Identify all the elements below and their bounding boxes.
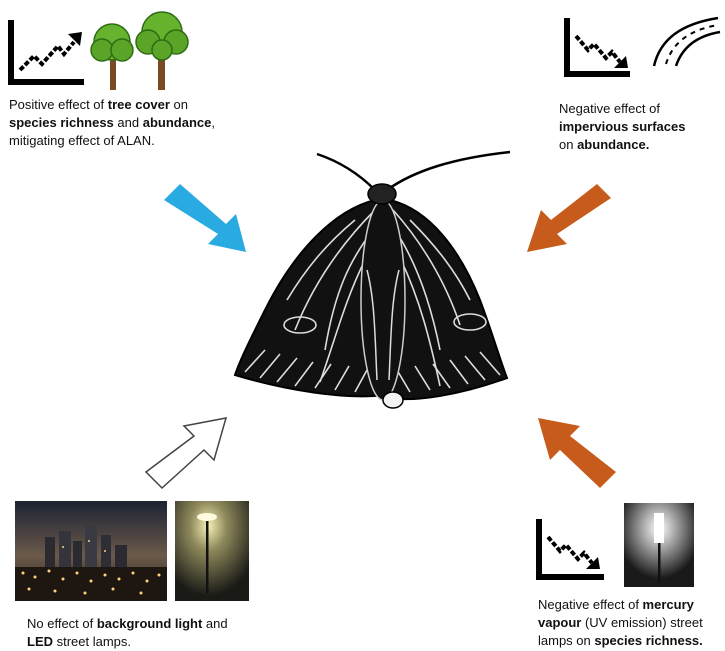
caption-text: (UV emission) street	[581, 615, 703, 630]
arrow-mercury-vapour	[538, 418, 616, 488]
moth-illustration	[233, 150, 511, 409]
caption-text: on	[169, 97, 188, 112]
caption-text: and	[113, 115, 143, 130]
caption-text: species richness	[9, 115, 114, 130]
caption-text: No effect of	[27, 616, 97, 631]
caption-mercury-vapour: Negative effect of mercury vapour (UV emi…	[538, 596, 725, 650]
caption-text: street lamps.	[53, 634, 132, 649]
caption-text: and	[202, 616, 228, 631]
trees-picture	[90, 11, 189, 90]
arrow-impervious-surfaces	[527, 184, 611, 252]
caption-text: Negative effect of	[559, 101, 660, 116]
caption-text: mercury	[642, 597, 694, 612]
caption-text: background light	[96, 616, 203, 631]
caption-text: mitigating effect of ALAN.	[9, 133, 155, 148]
led-lamp-picture	[175, 501, 249, 601]
caption-text: ,	[211, 115, 215, 130]
caption-text: tree cover	[107, 97, 170, 112]
caption-text: vapour	[538, 615, 582, 630]
caption-text: abundance.	[577, 137, 650, 152]
city-lights-picture	[15, 501, 167, 601]
caption-text: species richness.	[594, 633, 703, 648]
arrow-tree-cover	[164, 184, 246, 252]
decrease-chart-icon	[564, 18, 630, 77]
caption-text: impervious surfaces	[559, 119, 686, 134]
caption-text: on	[559, 137, 578, 152]
mercury-lamp-picture	[624, 503, 694, 587]
caption-text: Negative effect of	[538, 597, 643, 612]
panel-mercury-vapour: Negative effect of mercury vapour (UV emi…	[520, 495, 725, 651]
caption-text: Positive effect of	[9, 97, 108, 112]
decrease-chart-icon	[536, 519, 604, 580]
road-picture	[652, 16, 721, 67]
caption-text: abundance	[142, 115, 212, 130]
caption-text: lamps on	[538, 633, 595, 648]
caption-text: LED	[27, 634, 53, 649]
arrow-background-light	[144, 417, 228, 490]
panel-tree-cover: Positive effect of tree cover on species …	[0, 0, 260, 160]
increase-chart-icon	[8, 20, 84, 85]
caption-tree-cover: Positive effect of tree cover on species …	[9, 96, 259, 150]
